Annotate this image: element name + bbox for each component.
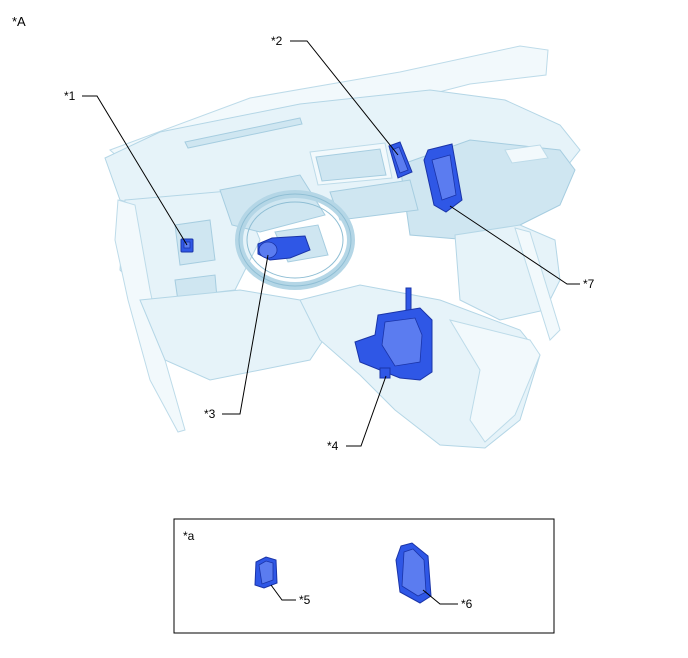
leader-6 (422, 589, 458, 605)
component-5 (254, 556, 278, 589)
callout-3: *3 (204, 254, 269, 421)
dashboard-illustration (104, 45, 581, 449)
inset-label: *a (183, 529, 195, 543)
callout-label-2: *2 (271, 34, 283, 48)
component-1 (180, 238, 194, 253)
callout-label-3: *3 (204, 407, 216, 421)
callout-1: *1 (64, 89, 188, 246)
inset-box: *a *5 *6 (173, 518, 555, 634)
callout-label-7: *7 (583, 277, 595, 291)
callout-label-1: *1 (64, 89, 76, 103)
callout-label-6: *6 (461, 597, 473, 611)
component-3 (257, 235, 311, 261)
callout-7: *7 (449, 205, 595, 291)
component-6 (395, 542, 432, 604)
leader-5 (270, 584, 296, 601)
view-label: *A (12, 14, 26, 29)
callout-label-5: *5 (299, 593, 311, 607)
callout-4: *4 (327, 375, 387, 453)
callout-label-4: *4 (327, 439, 339, 453)
component-4 (354, 287, 433, 381)
callout-2: *2 (271, 34, 399, 156)
component-7 (423, 143, 463, 213)
